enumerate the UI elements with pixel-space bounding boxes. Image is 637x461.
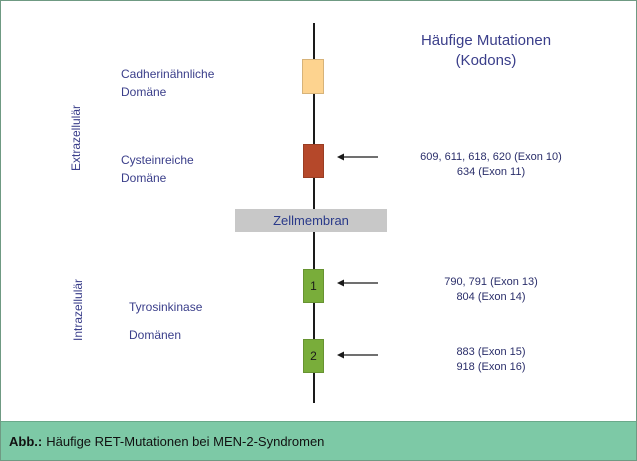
cysteine-mutations: 609, 611, 618, 620 (Exon 10) 634 (Exon 1… — [381, 150, 601, 180]
domains-label: Domänen — [129, 328, 182, 342]
cell-membrane-bar: Zellmembran — [235, 209, 387, 232]
kinase-2-mutations-line-2: 918 (Exon 16) — [456, 361, 526, 373]
cadherin-domain-label: Cadherinähnliche Domäne — [121, 65, 214, 101]
kinase-1-mutation-arrow — [337, 279, 378, 287]
kinase-1-mutations-line-2: 804 (Exon 14) — [456, 291, 526, 303]
cysteine-mutations-line-1: 609, 611, 618, 620 (Exon 10) — [420, 151, 562, 163]
cadherin-domain-label-line-1: Cadherinähnliche — [121, 67, 215, 81]
tyrosine-kinase-label: Tyrosinkinase — [129, 300, 203, 314]
intracellular-label: Intrazellulär — [71, 278, 85, 341]
cysteine-mutations-line-2: 634 (Exon 11) — [456, 166, 526, 178]
cysteine-mutation-arrow — [337, 153, 378, 161]
kinase-domain-box-2-label: 2 — [310, 349, 317, 363]
mutations-heading-line-2: (Kodons) — [455, 52, 517, 69]
cell-membrane-label: Zellmembran — [273, 213, 349, 228]
kinase-domain-box-1: 1 — [303, 269, 324, 303]
kinase-domain-box-2: 2 — [303, 339, 324, 373]
kinase-2-mutations-line-1: 883 (Exon 15) — [456, 346, 526, 358]
mutations-heading: Häufige Mutationen (Kodons) — [401, 31, 571, 71]
cysteine-domain-label-line-2: Domäne — [121, 171, 167, 185]
kinase-domain-box-1-label: 1 — [310, 279, 317, 293]
figure-caption-prefix: Abb.: — [9, 433, 43, 449]
kinase-1-mutations: 790, 791 (Exon 13) 804 (Exon 14) — [381, 275, 601, 305]
cadherin-domain-box — [302, 59, 324, 94]
cadherin-domain-label-line-2: Domäne — [121, 85, 167, 99]
kinase-1-mutations-line-1: 790, 791 (Exon 13) — [444, 276, 538, 288]
figure-caption-text: Häufige RET-Mutationen bei MEN-2-Syndrom… — [46, 433, 325, 449]
cysteine-domain-label-line-1: Cysteinreiche — [121, 153, 194, 167]
figure-caption: Abb.: Häufige RET-Mutationen bei MEN-2-S… — [1, 421, 636, 460]
cysteine-domain-box — [303, 144, 324, 178]
kinase-2-mutations: 883 (Exon 15) 918 (Exon 16) — [381, 345, 601, 375]
extracellular-label: Extrazellulär — [69, 104, 83, 171]
mutations-heading-line-1: Häufige Mutationen — [420, 32, 552, 49]
cysteine-domain-label: Cysteinreiche Domäne — [121, 151, 194, 187]
kinase-2-mutation-arrow — [337, 351, 378, 359]
